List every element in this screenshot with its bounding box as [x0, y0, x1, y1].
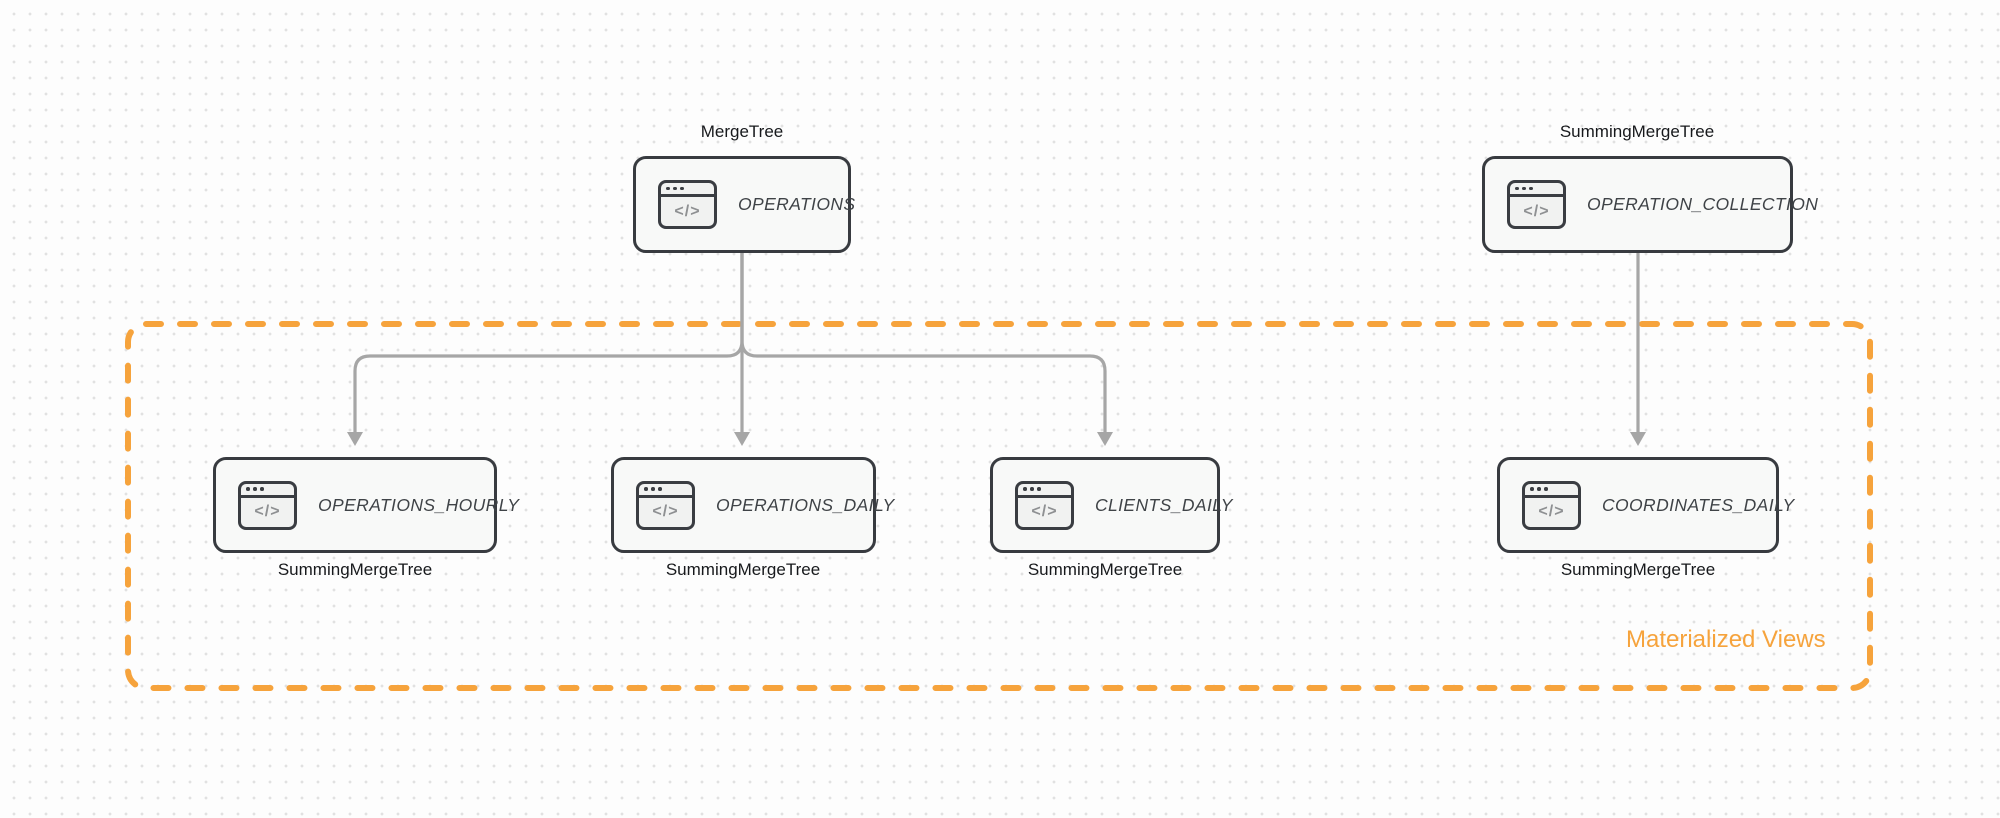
code-glyph: </>: [1031, 503, 1058, 520]
code-glyph: </>: [674, 202, 701, 220]
code-window-icon: </>: [658, 180, 717, 229]
code-glyph: </>: [1523, 202, 1550, 220]
window-dots-icon: [661, 183, 714, 197]
engine-label-operations-daily: SummingMergeTree: [665, 560, 821, 579]
arrowhead-icon: [734, 432, 750, 446]
code-window-icon: </>: [636, 480, 695, 530]
edge-operation-collection-to-coordinates-daily: [1630, 253, 1646, 446]
edge-operations-to-operations-hourly: [347, 253, 744, 446]
window-dots-icon: [639, 484, 692, 498]
node-label: OPERATIONS: [738, 194, 856, 214]
arrowhead-icon: [1630, 432, 1646, 446]
edge-operations-to-clients-daily: [740, 253, 1113, 446]
arrowhead-icon: [1097, 432, 1113, 446]
edge-operations-to-operations-daily: [734, 253, 750, 446]
window-dots-icon: [1525, 484, 1578, 498]
engine-label-coordinates-daily: SummingMergeTree: [1560, 560, 1716, 579]
engine-label-operations: MergeTree: [700, 122, 784, 141]
code-glyph: </>: [652, 503, 679, 520]
materialized-views-group-label: Materialized Views: [1626, 626, 1826, 653]
node-label: OPERATIONS_DAILY: [716, 494, 895, 515]
window-dots-icon: [1018, 484, 1071, 498]
node-coordinates-daily[interactable]: </> COORDINATES_DAILY: [1497, 457, 1794, 553]
code-window-icon: </>: [238, 480, 297, 530]
node-label: CLIENTS_DAILY: [1095, 494, 1233, 515]
window-dots-icon: [241, 484, 294, 498]
engine-label-operation-collection: SummingMergeTree: [1559, 122, 1715, 141]
node-operations-daily[interactable]: </> OPERATIONS_DAILY: [611, 457, 894, 553]
node-operations[interactable]: </> OPERATIONS: [633, 156, 855, 253]
node-clients-daily[interactable]: </> CLIENTS_DAILY: [990, 457, 1232, 553]
node-label: COORDINATES_DAILY: [1602, 494, 1795, 515]
code-glyph: </>: [1538, 503, 1565, 520]
code-window-icon: </>: [1522, 480, 1581, 530]
code-glyph: </>: [254, 503, 281, 520]
node-operation-collection[interactable]: </> OPERATION_COLLECTION: [1482, 156, 1818, 253]
code-window-icon: </>: [1015, 480, 1074, 530]
arrowhead-icon: [347, 432, 363, 446]
engine-label-operations-hourly: SummingMergeTree: [277, 560, 433, 579]
window-dots-icon: [1510, 183, 1563, 197]
node-operations-hourly[interactable]: </> OPERATIONS_HOURLY: [213, 457, 519, 553]
node-label: OPERATIONS_HOURLY: [318, 494, 520, 515]
code-window-icon: </>: [1507, 180, 1566, 229]
engine-label-clients-daily: SummingMergeTree: [1027, 560, 1183, 579]
node-label: OPERATION_COLLECTION: [1587, 194, 1819, 214]
